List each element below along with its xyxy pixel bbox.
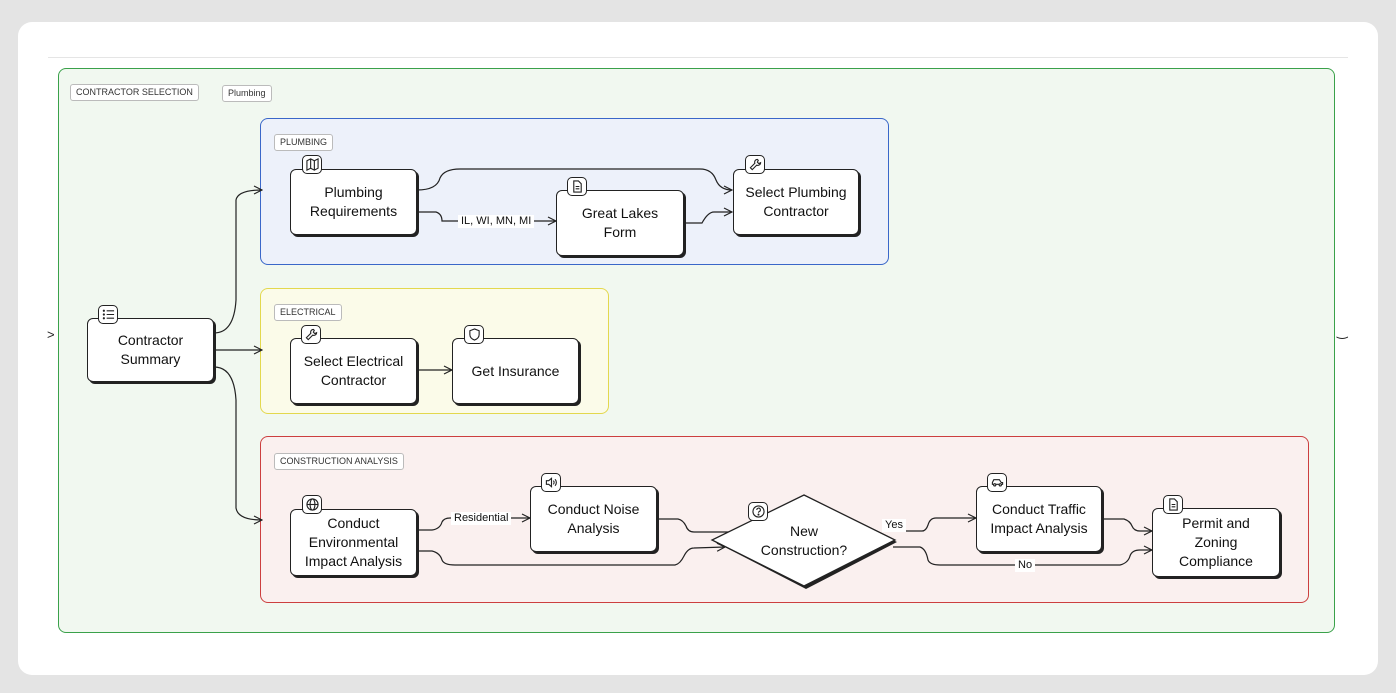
globe-icon — [302, 495, 322, 514]
group-label-plumbing: PLUMBING — [274, 134, 334, 151]
wrench-icon — [745, 155, 765, 174]
node-label: Permit and Zoning Compliance — [1179, 515, 1253, 569]
wrench-icon — [301, 325, 321, 344]
node-select-plumbing-contractor[interactable]: Select Plumbing Contractor — [733, 169, 859, 235]
car-icon — [987, 473, 1007, 492]
node-contractor-summary[interactable]: Contractor Summary — [87, 318, 214, 382]
group-label-electrical: ELECTRICAL — [274, 304, 342, 321]
edge-greatlakes-select — [684, 212, 732, 224]
map-icon — [302, 155, 322, 174]
speaker-icon — [541, 473, 561, 492]
node-label: Great Lakes Form — [581, 205, 659, 240]
flow-out-marker: ⁠‿ — [1337, 324, 1348, 339]
node-get-insurance[interactable]: Get Insurance — [452, 338, 579, 404]
node-label: Conduct Environmental Impact Analysis — [304, 515, 403, 569]
question-icon — [748, 502, 768, 521]
node-noise-analysis[interactable]: Conduct Noise Analysis — [530, 486, 657, 552]
divider — [48, 57, 1348, 58]
node-label: Conduct Noise Analysis — [547, 501, 640, 536]
edge-plumbing-req-greatlakes — [417, 211, 556, 221]
node-label: Select Electrical Contractor — [303, 353, 404, 388]
edge-label-residential: Residential — [451, 512, 512, 525]
node-label: Conduct Traffic Impact Analysis — [990, 501, 1088, 536]
edge-label-states: IL, WI, MN, MI — [458, 215, 535, 228]
edge-summary-plumbing — [214, 190, 262, 333]
node-label: Plumbing Requirements — [309, 184, 398, 219]
flow-in-marker: > — [47, 327, 55, 342]
group-label-contractor-selection: CONTRACTOR SELECTION — [70, 84, 199, 101]
group-label-construction-analysis: CONSTRUCTION ANALYSIS — [274, 453, 404, 470]
node-label: Get Insurance — [471, 362, 560, 379]
node-select-electrical-contractor[interactable]: Select Electrical Contractor — [290, 338, 417, 404]
node-plumbing-requirements[interactable]: Plumbing Requirements — [290, 169, 417, 235]
node-permit-zoning-compliance[interactable]: Permit and Zoning Compliance — [1152, 508, 1280, 577]
node-label: Contractor Summary — [117, 332, 184, 367]
document-icon — [1163, 495, 1183, 514]
edge-summary-construction — [214, 367, 262, 520]
edge-env-noise — [417, 518, 530, 531]
list-icon — [98, 305, 118, 324]
node-traffic-impact-analysis[interactable]: Conduct Traffic Impact Analysis — [976, 486, 1102, 552]
node-label: Select Plumbing Contractor — [745, 184, 847, 219]
node-environmental-impact-analysis[interactable]: Conduct Environmental Impact Analysis — [290, 509, 417, 576]
decision-label: New Construction? — [760, 523, 848, 558]
node-great-lakes-form[interactable]: Great Lakes Form — [556, 190, 684, 256]
shield-icon — [464, 325, 484, 344]
edge-env-decision — [417, 547, 725, 566]
edge-label-no: No — [1015, 559, 1036, 572]
plumbing-badge[interactable]: Plumbing — [222, 85, 272, 102]
edge-decision-traffic — [884, 518, 976, 532]
edge-noise-decision — [657, 518, 744, 532]
edge-plumbing-req-select — [416, 168, 732, 190]
edge-traffic-permit — [1102, 518, 1152, 531]
edge-label-yes: Yes — [882, 519, 906, 532]
document-icon — [567, 177, 587, 196]
